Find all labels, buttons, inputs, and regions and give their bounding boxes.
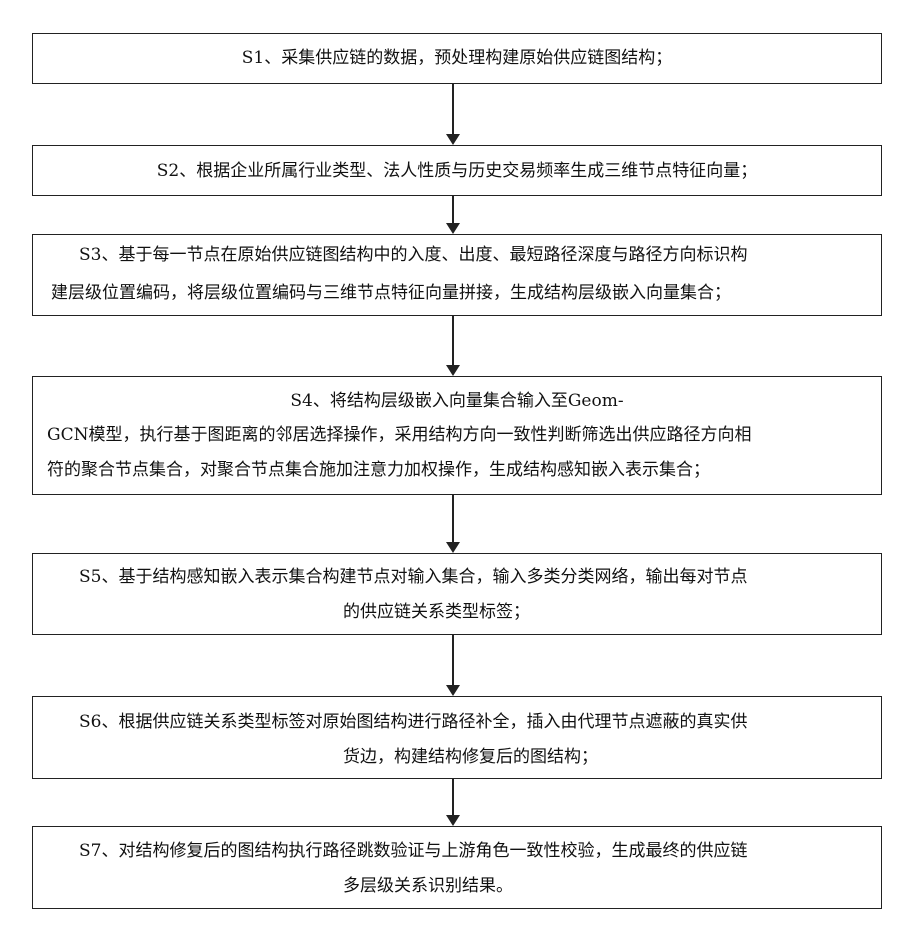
arrowhead-icon bbox=[446, 542, 460, 553]
step-box-s6: S6、根据供应链关系类型标签对原始图结构进行路径补全，插入由代理节点遮蔽的真实供… bbox=[32, 696, 882, 779]
arrow-s5-s6 bbox=[446, 635, 460, 696]
arrow-s2-s3 bbox=[446, 196, 460, 234]
arrowhead-icon bbox=[446, 134, 460, 145]
arrow-s1-s2 bbox=[446, 84, 460, 145]
arrowhead-icon bbox=[446, 223, 460, 234]
step-s1-line-1: S1、采集供应链的数据，预处理构建原始供应链图结构； bbox=[33, 48, 881, 68]
step-box-s5: S5、基于结构感知嵌入表示集合构建节点对输入集合，输入多类分类网络，输出每对节点… bbox=[32, 553, 882, 635]
step-s3-line-2: 建层级位置编码，将层级位置编码与三维节点特征向量拼接，生成结构层级嵌入向量集合； bbox=[33, 283, 881, 303]
step-s4-line-1: S4、将结构层级嵌入向量集合输入至Geom- bbox=[33, 391, 881, 411]
step-s5-line-1: S5、基于结构感知嵌入表示集合构建节点对输入集合，输入多类分类网络，输出每对节点 bbox=[33, 567, 881, 587]
step-s3-line-1: S3、基于每一节点在原始供应链图结构中的入度、出度、最短路径深度与路径方向标识构 bbox=[33, 245, 881, 265]
step-s6-line-1: S6、根据供应链关系类型标签对原始图结构进行路径补全，插入由代理节点遮蔽的真实供 bbox=[33, 712, 881, 732]
arrowhead-icon bbox=[446, 365, 460, 376]
step-box-s3: S3、基于每一节点在原始供应链图结构中的入度、出度、最短路径深度与路径方向标识构… bbox=[32, 234, 882, 316]
step-box-s2: S2、根据企业所属行业类型、法人性质与历史交易频率生成三维节点特征向量； bbox=[32, 145, 882, 196]
step-box-s4: S4、将结构层级嵌入向量集合输入至Geom- GCN模型，执行基于图距离的邻居选… bbox=[32, 376, 882, 495]
step-s4-line-2: GCN模型，执行基于图距离的邻居选择操作，采用结构方向一致性判断筛选出供应路径方… bbox=[33, 425, 881, 445]
step-s7-line-1: S7、对结构修复后的图结构执行路径跳数验证与上游角色一致性校验，生成最终的供应链 bbox=[33, 841, 881, 861]
step-s7-line-2: 多层级关系识别结果。 bbox=[33, 876, 881, 896]
arrowhead-icon bbox=[446, 685, 460, 696]
arrowhead-icon bbox=[446, 815, 460, 826]
step-s6-line-2: 货边，构建结构修复后的图结构； bbox=[33, 747, 881, 767]
step-s2-line-1: S2、根据企业所属行业类型、法人性质与历史交易频率生成三维节点特征向量； bbox=[33, 161, 881, 181]
arrow-s6-s7 bbox=[446, 779, 460, 826]
step-s5-line-2: 的供应链关系类型标签； bbox=[33, 602, 881, 622]
step-box-s7: S7、对结构修复后的图结构执行路径跳数验证与上游角色一致性校验，生成最终的供应链… bbox=[32, 826, 882, 909]
step-s4-line-3: 符的聚合节点集合，对聚合节点集合施加注意力加权操作，生成结构感知嵌入表示集合； bbox=[33, 460, 881, 480]
arrow-s3-s4 bbox=[446, 316, 460, 376]
arrow-s4-s5 bbox=[446, 495, 460, 553]
step-box-s1: S1、采集供应链的数据，预处理构建原始供应链图结构； bbox=[32, 33, 882, 84]
